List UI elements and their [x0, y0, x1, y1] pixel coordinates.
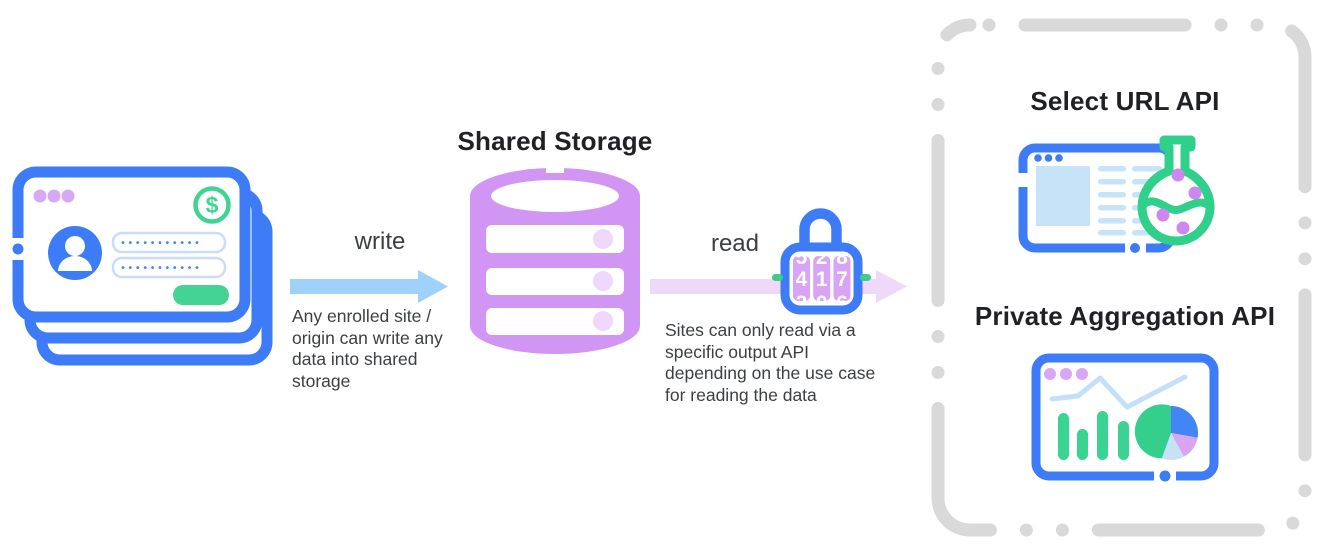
svg-text:8: 8: [836, 246, 848, 269]
stack-card-front: $ ••••••••••• •••••••••••: [9, 166, 251, 323]
password-field-2: •••••••••••: [111, 256, 227, 279]
write-arrow-icon: [290, 270, 448, 303]
database-icon: [470, 164, 640, 354]
svg-text:5: 5: [796, 246, 808, 269]
dollar-icon: $: [193, 186, 231, 224]
card-border-dot: [12, 243, 24, 255]
enrolled-sites-stack-icon: $ ••••••••••• •••••••••••: [9, 166, 273, 366]
pie-chart-icon: [1134, 404, 1199, 460]
svg-text:7: 7: [836, 268, 848, 291]
svg-text:2: 2: [816, 246, 828, 269]
shared-storage-title: Shared Storage: [457, 126, 653, 156]
window-dots-icon: [33, 189, 75, 203]
browser-window-icon: [1015, 143, 1176, 254]
svg-text:$: $: [206, 192, 219, 218]
line-chart-icon: [1049, 374, 1188, 410]
read-description: Sites can only read via a specific outpu…: [665, 320, 876, 406]
svg-text:•••••••••••: •••••••••••: [120, 238, 201, 249]
output-apis-container-border: [931, 18, 1312, 537]
lock-dials: 5 4 3 2 1 0 8 7 6: [793, 246, 851, 315]
submit-button-shape: [173, 285, 229, 305]
svg-text:•••••••••••: •••••••••••: [120, 263, 201, 274]
lock-dash-left: [772, 274, 783, 281]
svg-text:1: 1: [816, 268, 828, 291]
lock-dash-right: [860, 274, 871, 281]
svg-text:4: 4: [796, 268, 808, 291]
select-url-api-icon: [1015, 135, 1215, 254]
read-label: read: [710, 230, 760, 257]
svg-text:3: 3: [796, 292, 808, 315]
bar-chart-icon: [1058, 411, 1129, 460]
window-dots-icon: [1044, 368, 1088, 380]
avatar-icon: [48, 226, 102, 280]
write-description: Any enrolled site / origin can write any…: [292, 306, 443, 392]
svg-text:6: 6: [836, 292, 848, 315]
private-aggregation-api-title: Private Aggregation API: [974, 301, 1276, 331]
select-url-api-title: Select URL API: [1030, 86, 1220, 116]
svg-text:0: 0: [816, 292, 828, 315]
combination-lock-icon: 5 4 3 2 1 0 8 7 6: [772, 208, 871, 315]
flask-icon: [1137, 135, 1215, 246]
password-field-1: •••••••••••: [111, 231, 227, 254]
write-label: write: [354, 228, 406, 255]
lock-shackle: [799, 208, 842, 252]
private-aggregation-api-icon: [1031, 353, 1219, 482]
